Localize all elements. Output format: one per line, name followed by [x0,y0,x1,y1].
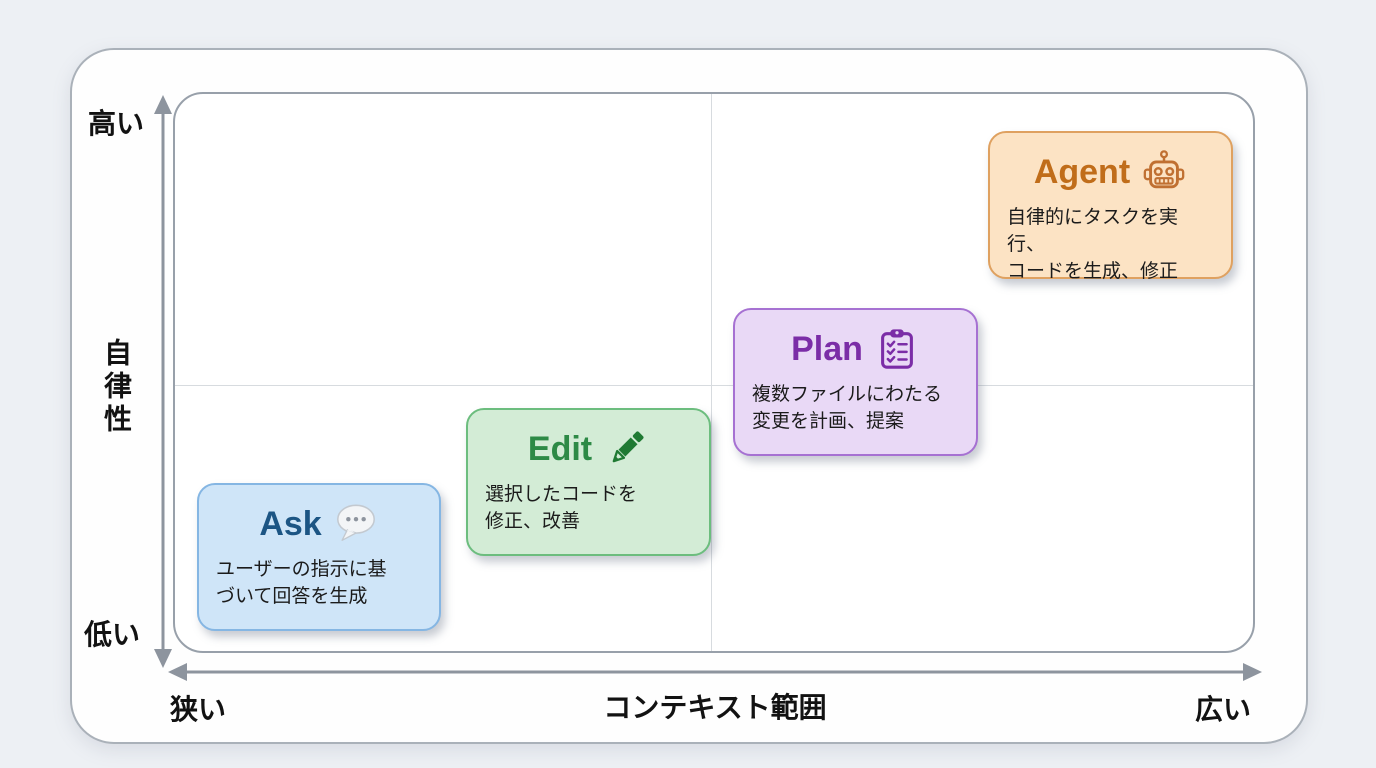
edit-card-description: 選択したコードを 修正、改善 [485,484,638,532]
plan-mode-card: Plan 複数ファイルにわたる 変更を計画、提案 [733,308,978,456]
y-axis-high-label: 高い [88,108,145,139]
y-axis-low-label: 低い [84,619,141,650]
x-axis-wide-label: 広い [1195,694,1252,725]
y-axis-title: 自律性 [101,338,132,437]
agent-card-title: Agent [1033,153,1131,191]
plan-card-description: 複数ファイルにわたる 変更を計画、提案 [752,384,943,432]
quadrant-divider-horizontal [175,385,1253,386]
ask-card-title: Ask [259,505,322,543]
agent-mode-card: Agent 自律的にタスクを実行、 コードを生成、 [988,131,1233,282]
ask-card-description: ユーザーの指示に基 づいて回答を生成 [216,559,387,607]
agent-card-description: 自律的にタスクを実行、 コードを生成、修正 [1007,207,1179,282]
ask-mode-card: Ask ユーザーの指示に基 づいて回答を生成 [197,483,441,631]
pencil-icon [603,426,649,472]
speech-bubble-icon [333,501,379,547]
edit-mode-card: Edit 選択したコードを 修正、改善 [466,408,711,556]
robot-icon [1141,149,1187,195]
quadrant-divider-vertical [711,94,712,651]
plan-card-title: Plan [791,330,863,368]
x-axis-title: コンテキスト範囲 [603,692,827,723]
edit-card-title: Edit [527,430,593,468]
x-axis-narrow-label: 狭い [170,694,227,725]
clipboard-checklist-icon [874,326,920,372]
